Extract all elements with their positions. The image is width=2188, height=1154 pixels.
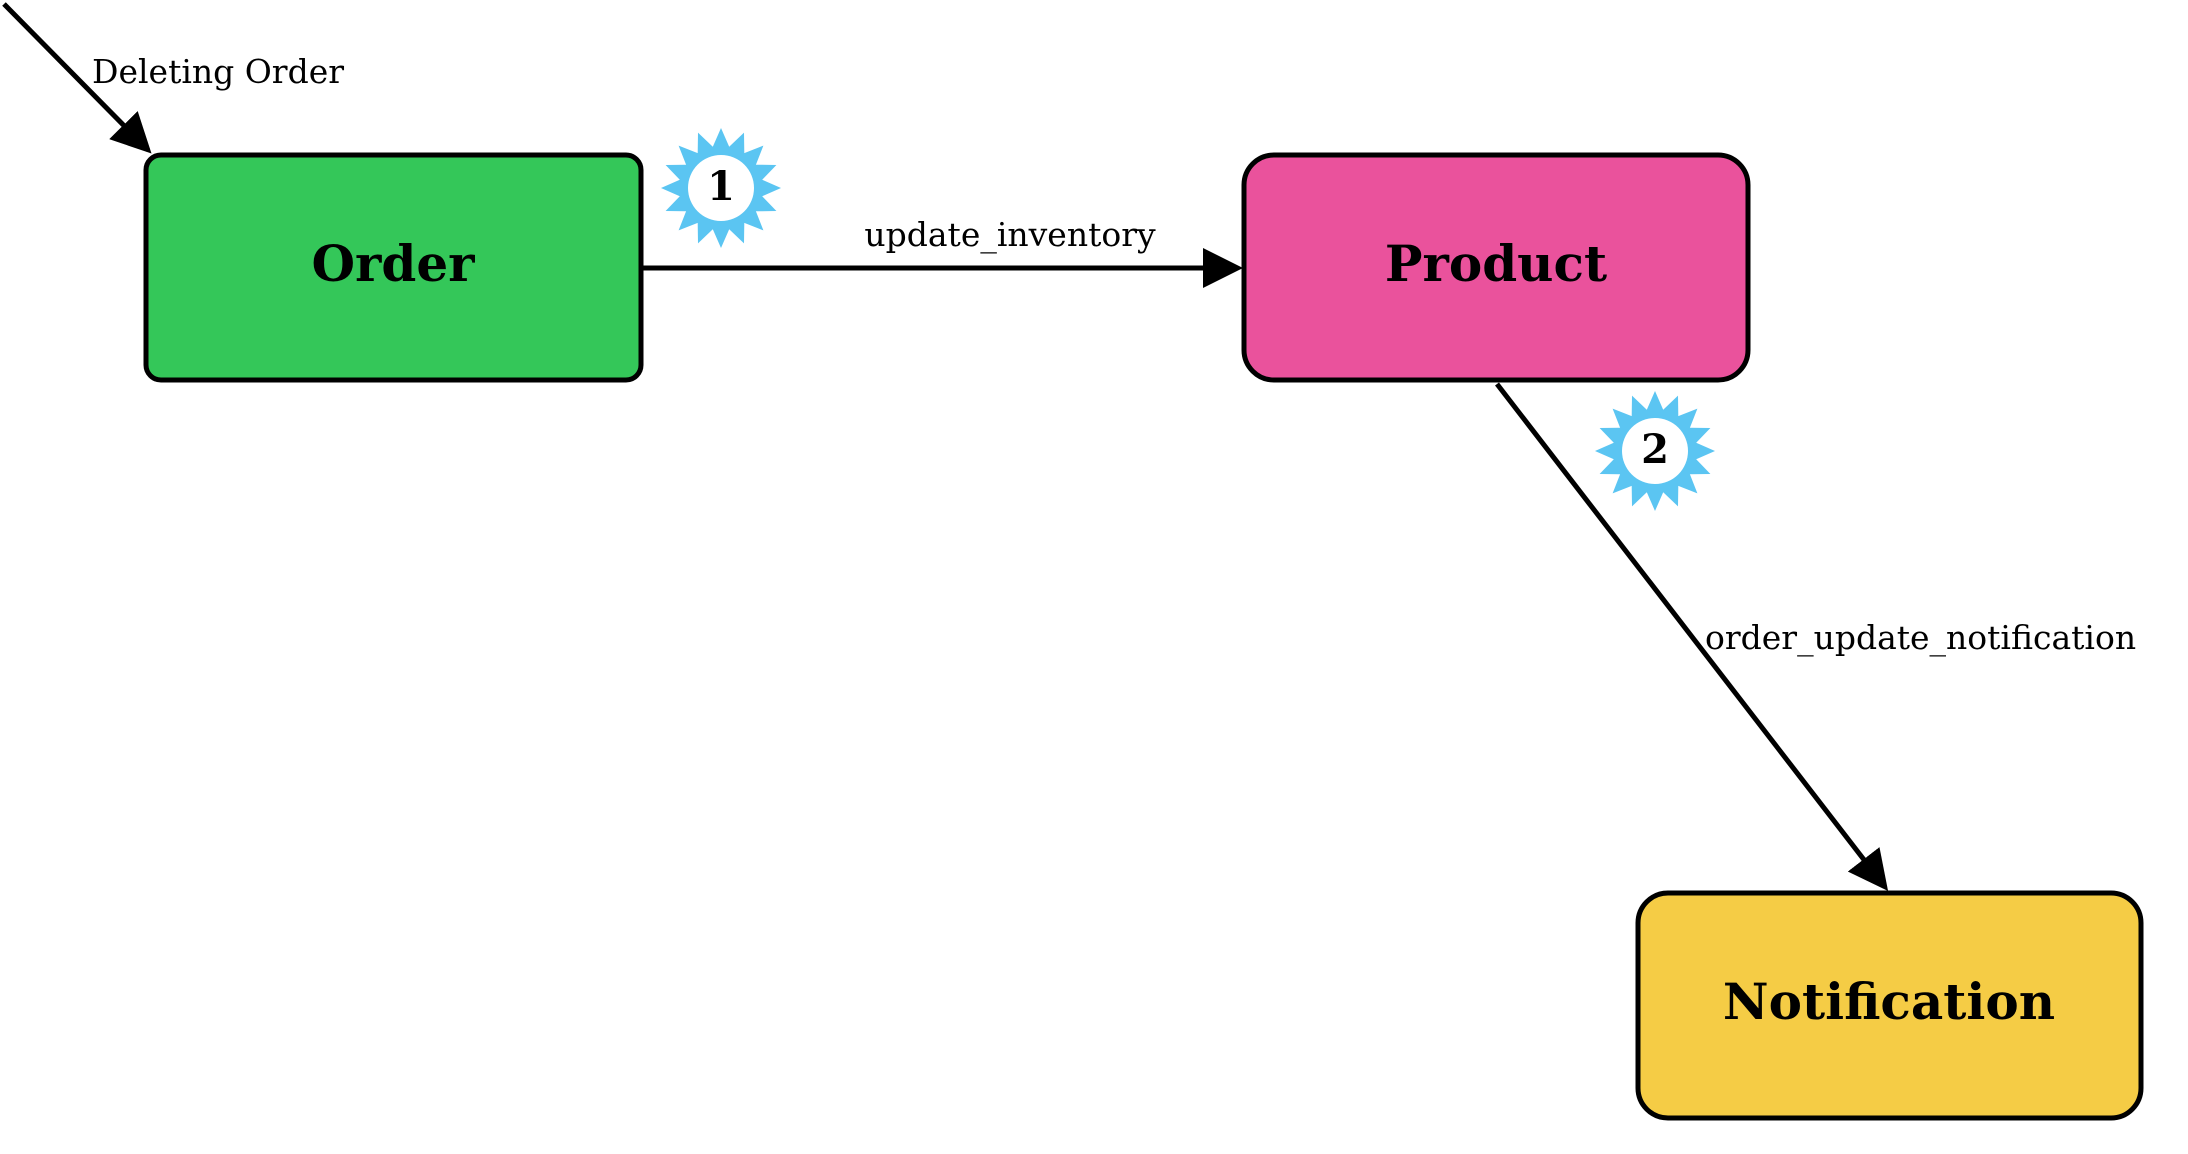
step-2-badge: 2	[1595, 391, 1715, 511]
product-node: Product	[1241, 152, 1751, 383]
notification-label: Notification	[1723, 972, 2055, 1031]
order-box	[143, 152, 644, 383]
order-to-product-label: update_inventory	[864, 215, 1156, 255]
notification-node: Notification	[1635, 890, 2144, 1121]
entry-edge: Deleting Order	[2, 2, 344, 154]
step-2-number: 2	[1641, 426, 1669, 473]
entry-arrow	[2, 2, 152, 154]
product-to-notification-edge: order_update_notification	[1495, 382, 2136, 891]
product-box	[1241, 152, 1751, 383]
step-2-circle	[1622, 418, 1688, 484]
order-node: Order	[143, 152, 644, 383]
notification-box	[1635, 890, 2144, 1121]
product-label: Product	[1385, 234, 1607, 293]
product-to-notification-arrow	[1495, 382, 1889, 891]
product-to-notification-label: order_update_notification	[1705, 618, 2136, 658]
step-1-number: 1	[707, 163, 735, 210]
step-1-circle	[688, 155, 754, 221]
order-label: Order	[311, 234, 475, 293]
entry-label: Deleting Order	[92, 52, 344, 91]
order-to-product-edge: update_inventory	[641, 215, 1243, 288]
step-1-badge: 1	[661, 128, 781, 248]
